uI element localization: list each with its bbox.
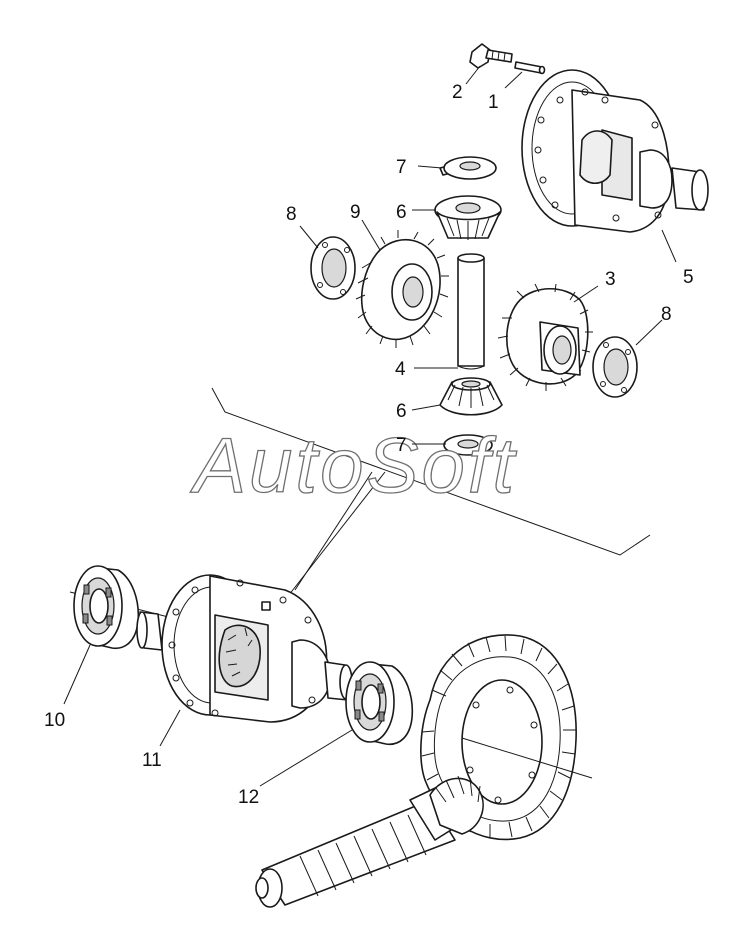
callout-2: 2 — [452, 82, 463, 103]
watermark: AutoSoft — [189, 420, 518, 509]
pinion-gear-top — [434, 195, 502, 240]
callout-5: 5 — [683, 267, 694, 288]
callout-6-top: 6 — [396, 202, 407, 223]
callout-labels: 1 2 3 4 5 6 6 7 7 8 8 9 10 11 12 — [44, 82, 694, 808]
bearing-right — [345, 661, 414, 745]
svg-text:AutoSoft: AutoSoft — [190, 421, 518, 509]
drive-pinion-shaft — [255, 775, 484, 908]
thrust-washer-left — [310, 236, 356, 300]
callout-6-bottom: 6 — [396, 401, 407, 422]
pinion-shaft — [457, 253, 485, 370]
callout-3: 3 — [605, 269, 616, 290]
callout-9: 9 — [350, 202, 361, 223]
callout-12: 12 — [238, 787, 259, 808]
callout-7-top: 7 — [396, 157, 407, 178]
thrust-washer-top — [439, 156, 497, 180]
leader-lines — [63, 65, 677, 787]
callout-4: 4 — [395, 359, 406, 380]
pin — [514, 61, 546, 75]
side-gear-left — [355, 230, 449, 348]
callout-8-left: 8 — [286, 204, 297, 225]
callout-7-bottom: 7 — [396, 435, 407, 456]
differential-case-assembly — [136, 574, 353, 723]
section-frame — [211, 387, 651, 601]
pinion-gear-bottom — [439, 377, 503, 416]
thrust-washer-right — [592, 336, 638, 398]
thrust-washer-bottom — [443, 434, 493, 456]
callout-1: 1 — [488, 92, 499, 113]
differential-case-upper — [521, 69, 709, 233]
callout-11: 11 — [142, 750, 162, 771]
side-gear-right — [497, 283, 593, 391]
callout-10: 10 — [44, 710, 65, 731]
bolt — [469, 43, 513, 69]
callout-8-right: 8 — [661, 304, 672, 325]
